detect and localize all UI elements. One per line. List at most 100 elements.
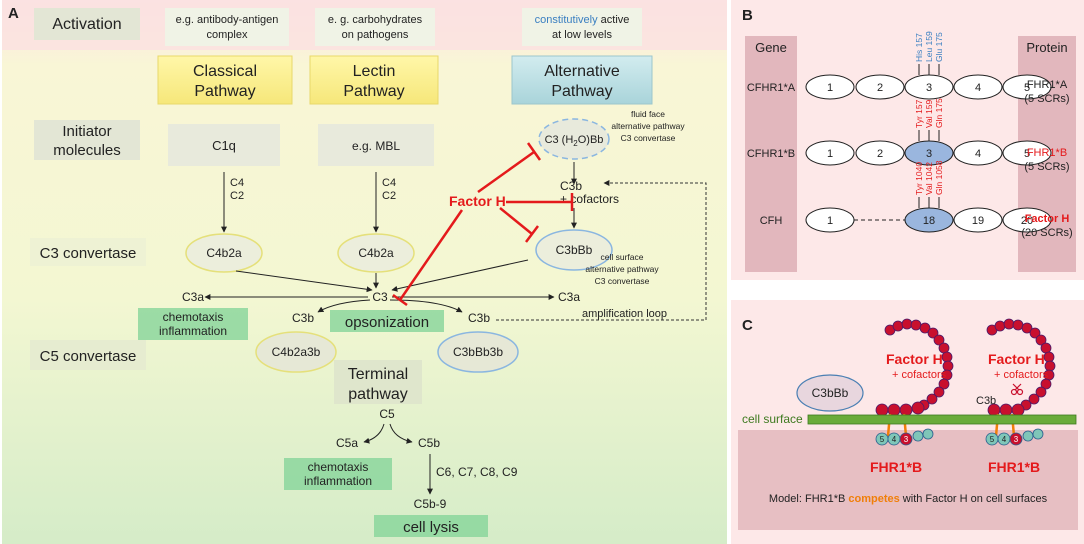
cell-surface-conv-line3: C3 convertase [595,276,650,286]
fluid-phase-line2: alternative pathway [611,121,685,131]
fhr1b-scr-3-label: 3 [1014,435,1019,444]
factor-h-label: Factor H [449,193,506,209]
bead [933,386,945,398]
inhibit-fluid-convertase [477,150,535,194]
activation-box [34,8,140,40]
cfhr1b-residues: Tyr 157 Val 159 Gln 175 [914,98,944,141]
fhr1b-scr-3 [1009,432,1023,446]
inhibit-fluid-convertase-bar [526,142,542,161]
bound-fh-left [875,401,925,417]
terminal-line2: pathway [348,386,408,403]
lectin-pathway-box [309,55,439,105]
bead [919,322,931,334]
bead [1028,393,1040,405]
c3a-right-label: C3a [558,290,580,304]
bead [1021,322,1033,334]
amplification-label: amplification loop [582,308,667,320]
c3a-left-label: C3a [182,290,204,304]
cell-surface-label: cell surface [742,412,803,426]
alternative-trigger-line2: at low levels [552,29,612,41]
bead [941,351,953,363]
domain-18-label: 18 [923,215,935,227]
domain-1 [805,74,855,100]
alternative-pathway-box [511,55,653,105]
bead [927,327,939,339]
c3h2obb-node [538,118,610,160]
lectin-c4b2a-node [337,233,415,273]
fhr1b-label-right: FHR1*B [988,459,1040,475]
c5-convertase-box [30,340,146,370]
fluid-phase-line3: C3 convertase [621,133,676,143]
inhibit-c3bbb-bar [525,225,539,243]
cfhr1a-domains: 1 2 3 4 5 [805,74,1052,100]
cell-lysis-label: cell lysis [403,519,459,536]
bead [994,320,1006,332]
classical-pathway-box [157,55,293,105]
bead [1012,319,1024,331]
residue-val1042: Val 1042 [924,162,934,195]
c5a-label: C5a [336,436,358,450]
residue-gln1058: Gln 1058 [934,160,944,195]
alternative-trigger-box [522,8,642,46]
cell-surface-conv-line2: alternative pathway [585,264,659,274]
c3b-cofactors-line1: C3b [560,179,582,193]
c6-c9-label: C6, C7, C8, C9 [436,465,518,479]
fh-scr-bead [875,403,889,417]
factor-h-inhibition-lines [392,142,574,307]
lectin-c4: C4 [382,177,396,189]
chemotaxis-c5a-line2: inflammation [304,474,372,488]
fh-scr-bead [1011,403,1025,417]
lectin-pathway-line2: Pathway [343,83,404,100]
panel-b: B Gene Protein CFHR1*A 1 2 3 4 5 His 157… [731,0,1084,280]
factor-h-label-left: Factor H [886,351,943,367]
panel-b-label: B [742,7,753,24]
lectin-c4b2a-label: C4b2a [358,246,394,260]
cfh-domains: 1 18 19 20 [805,207,1052,233]
lectin-pathway-line1: Lectin [353,63,396,80]
gene-header: Gene [755,40,787,55]
model-caption: Model: FHR1*B competes with Factor H on … [769,493,1048,505]
lectin-c2: C2 [382,190,396,202]
classical-c4b2a-label: C4b2a [206,246,242,260]
domain-2-label: 2 [877,148,883,160]
scissors-blade-2 [1012,383,1020,391]
fhr1b-scr [912,430,924,442]
fhr1b-scr [922,428,934,440]
arrow-c3bbb-to-c3 [391,259,529,292]
lectin-trigger-box [315,8,435,46]
protein-fhr1a: FHR1*A [1027,79,1068,91]
chemotaxis-c5a-line1: chemotaxis [308,460,369,474]
classical-c4b2a-node [185,233,263,273]
residue-val159: Val 159 [924,100,934,128]
panel-a-label: A [8,5,19,22]
domain-19 [953,207,1003,233]
activation-label: Activation [52,16,121,33]
classical-trigger-box [165,8,289,46]
fhr1b-scr-4-label: 4 [892,435,897,444]
mbl-label: e.g. MBL [352,139,400,153]
domain-5-label: 5 [1024,82,1030,94]
gene-cfhr1a: CFHR1*A [747,82,796,94]
cell-surface-conv-line1: cell surface [601,252,644,262]
bead [1029,327,1041,339]
fluid-phase-line1: fluid face [631,109,665,119]
fhr1b-label-left: FHR1*B [870,459,922,475]
amplification-loop-line [496,180,707,321]
initiator-line2: molecules [53,142,121,159]
inhibit-c3-bar [392,293,408,307]
fhr1b-scr-4-label: 4 [1002,435,1007,444]
domain-1 [805,140,855,166]
domain-2-label: 2 [877,82,883,94]
residue-his157: His 157 [914,33,924,62]
constitutively-word: constitutively [535,14,598,26]
chemotaxis-c3a-line1: chemotaxis [163,310,224,324]
c3-label: C3 [372,290,388,304]
c3h2obb-part1: C3 (H [545,134,574,146]
fh-scr-bead [899,403,913,417]
c3b-label-c: C3b [976,395,996,407]
bead [926,393,938,405]
domain-4-label: 4 [975,82,981,94]
c4b2a3b-label: C4b2a3b [272,345,321,359]
fh-scr-bead [911,401,925,415]
